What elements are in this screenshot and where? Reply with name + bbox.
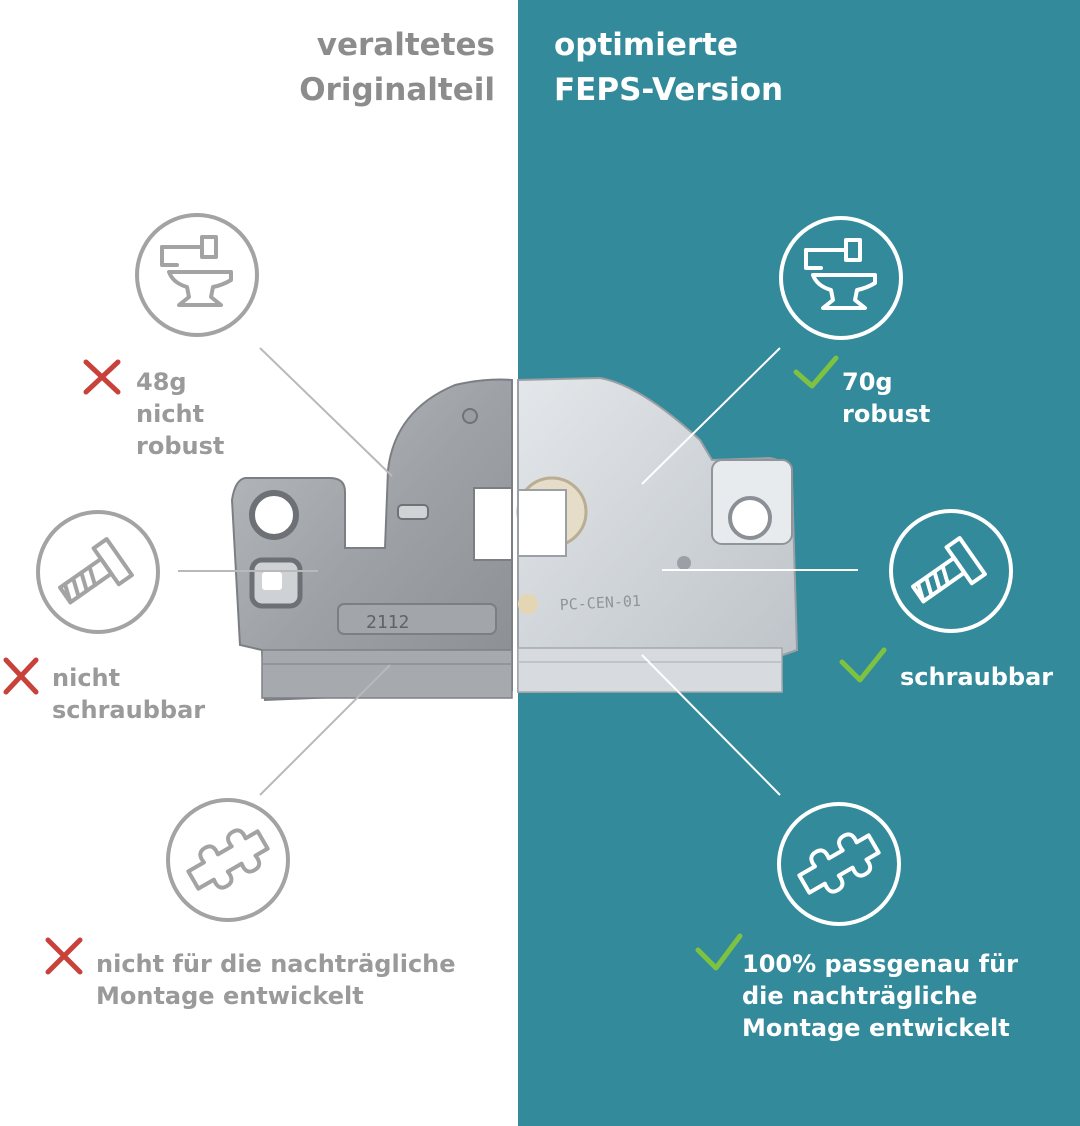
new-part-title: optimierte FEPS-Version (554, 27, 784, 108)
screw-icon (36, 510, 160, 634)
puzzle-icon (777, 802, 901, 926)
puzzle-icon (166, 798, 290, 922)
cross-icon (45, 937, 83, 975)
check-icon (839, 647, 887, 683)
screw-icon (889, 509, 1013, 633)
check-icon (793, 355, 839, 389)
cross-icon (3, 657, 39, 695)
new-weight-text: 70g robust (842, 368, 931, 428)
old-weight-text: 48g nicht robust (136, 368, 225, 460)
connector-lines (178, 347, 858, 796)
old-part-photo: 2112 (230, 378, 513, 702)
cross-icon (83, 359, 121, 395)
new-part-photo: PC-CEN-01 (516, 376, 799, 694)
new-fit-text: 100% passgenau für die nachträgliche Mon… (742, 950, 1018, 1042)
old-part-title: veraltetes Originalteil (299, 27, 495, 108)
check-icon (695, 933, 743, 971)
new-screw-text: schraubbar (900, 663, 1054, 691)
anvil-icon (135, 213, 259, 337)
new-part-stamp: PC-CEN-01 (559, 592, 641, 614)
old-fit-text: nicht für die nachträgliche Montage entw… (96, 950, 456, 1010)
old-screw-text: nicht schraubbar (52, 664, 206, 724)
old-part-stamp: 2112 (366, 612, 409, 633)
anvil-icon (779, 216, 903, 340)
